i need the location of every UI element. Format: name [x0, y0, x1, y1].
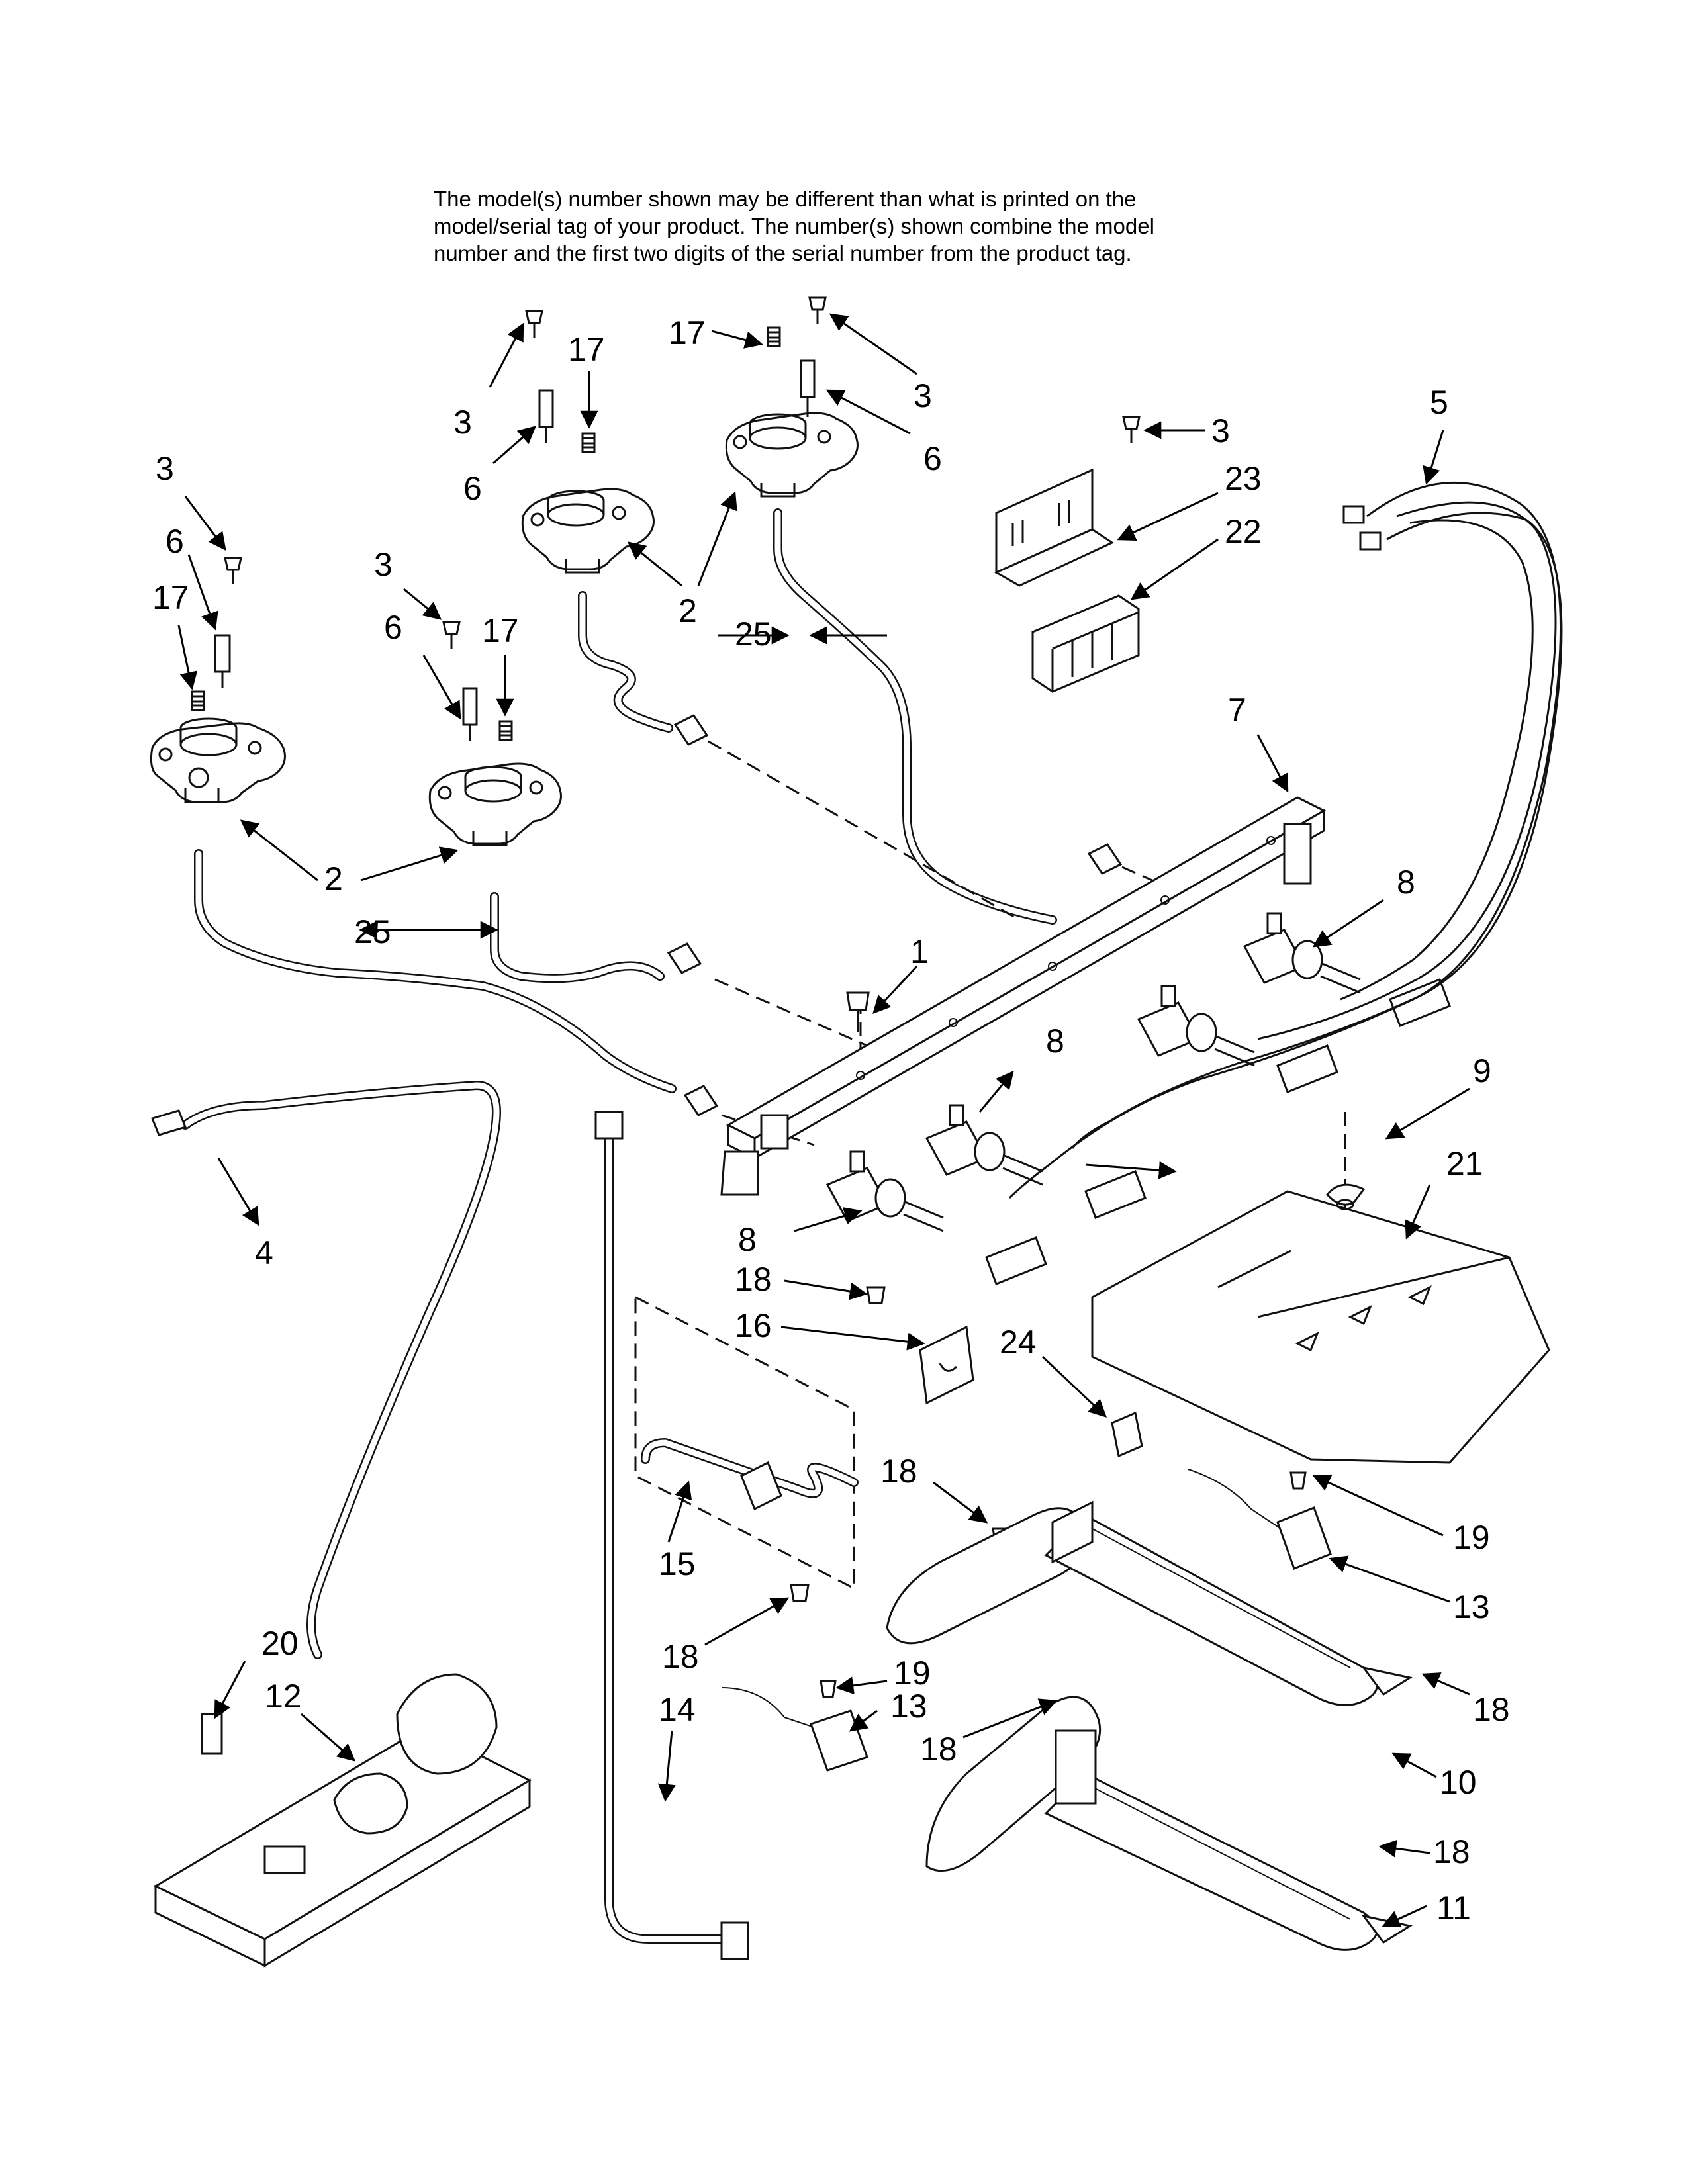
callout-6-center: 6 [463, 470, 482, 507]
small-bracket-24 [1111, 1411, 1143, 1458]
electrode-group [214, 359, 816, 741]
burner-valve-base-center-left [428, 762, 562, 846]
burner-valve-base-left [150, 717, 286, 803]
callout-8-left: 8 [738, 1221, 757, 1258]
burner-valve-base-right [725, 412, 859, 498]
callout-3-bracket: 3 [1211, 412, 1230, 449]
screw-3-center [525, 310, 543, 338]
notice-line-2: model/serial tag of your product. The nu… [434, 214, 1154, 238]
callout-17-left: 17 [152, 579, 189, 616]
terminal-block [1031, 594, 1140, 693]
callout-12: 12 [265, 1678, 302, 1715]
notice-line-3: number and the first two digits of the s… [434, 241, 1132, 265]
broil-burner [925, 1696, 1413, 1951]
burner-valve-group [825, 912, 1451, 1285]
callout-25-lower: 25 [354, 913, 391, 950]
callout-21: 21 [1446, 1145, 1483, 1182]
burner-valve-1 [825, 1150, 944, 1232]
callout-3-left: 3 [156, 450, 174, 487]
screw-3-bracket [1122, 416, 1141, 443]
burner-valve-4 [1243, 912, 1361, 994]
callout-14: 14 [659, 1691, 696, 1728]
callout-2-left: 2 [324, 860, 343, 897]
screw-group [224, 296, 1141, 649]
callout-7: 7 [1228, 692, 1246, 729]
screw-3-left [224, 557, 242, 584]
pilot-tube [150, 1081, 501, 1659]
callout-5: 5 [1430, 384, 1448, 421]
callout-25-upper: 25 [735, 615, 772, 653]
manifold-screw [846, 991, 870, 1032]
callout-22: 22 [1225, 513, 1262, 550]
gas-safety-valve [153, 1673, 532, 1968]
callout-9: 9 [1473, 1052, 1491, 1089]
callout-18-orifice: 18 [735, 1261, 772, 1298]
bake-burner [886, 1500, 1413, 1706]
callout-18-broil-end: 18 [1433, 1833, 1470, 1870]
screw-3-center-left [442, 621, 461, 649]
leader-lines [177, 313, 1470, 1928]
heat-shield [1091, 1190, 1550, 1464]
callout-18-regulator: 18 [662, 1638, 699, 1675]
notice-line-1: The model(s) number shown may be differe… [434, 187, 1137, 211]
callout-16: 16 [735, 1307, 772, 1344]
callout-24: 24 [1000, 1324, 1037, 1361]
callout-18-broil: 18 [920, 1731, 957, 1768]
callout-4: 4 [255, 1234, 273, 1271]
callout-8-center: 8 [1046, 1023, 1064, 1060]
callout-18-bake-end: 18 [1473, 1691, 1510, 1728]
ignitor-lower-left [721, 1680, 868, 1772]
orifice-holder [919, 1325, 974, 1405]
callout-17-right: 17 [669, 314, 706, 351]
wing-nut [1326, 1183, 1366, 1210]
callout-3-center-left: 3 [374, 546, 393, 583]
callout-labels: 1 2 2 2 3 3 3 3 3 4 5 6 6 6 6 7 8 8 8 9 … [152, 314, 1510, 1927]
callout-2-center: 2 [679, 592, 697, 629]
callout-3-center: 3 [453, 404, 472, 441]
ignitor-upper-right [1188, 1469, 1332, 1570]
callout-10: 10 [1440, 1764, 1477, 1801]
callout-20: 20 [261, 1625, 299, 1662]
burner-valve-3 [1137, 985, 1255, 1067]
supply-pipe [594, 1111, 749, 1960]
manifold-bar [720, 796, 1327, 1196]
burner-valve-base-center [521, 488, 655, 574]
callout-19-left: 19 [894, 1655, 931, 1692]
regulator-pipe-assembly [634, 1295, 859, 1590]
callout-23: 23 [1225, 460, 1262, 497]
callout-13-right: 13 [1453, 1588, 1490, 1625]
callout-15: 15 [659, 1545, 696, 1582]
callout-18-bake: 18 [880, 1453, 917, 1490]
callout-17-center-left: 17 [482, 612, 519, 649]
callout-6-center-left: 6 [384, 609, 402, 646]
callout-1: 1 [910, 933, 929, 970]
wire-harness [1008, 481, 1563, 1199]
callout-2-right: 2 [679, 592, 697, 629]
callout-6-right: 6 [923, 440, 942, 477]
mounting-bracket [994, 468, 1115, 587]
callout-6-left: 6 [165, 523, 184, 560]
callout-19-right: 19 [1453, 1519, 1490, 1556]
callout-17-center: 17 [568, 331, 605, 368]
screw-3-right [808, 296, 827, 324]
callout-8-right: 8 [1397, 864, 1415, 901]
callout-13-left: 13 [890, 1688, 927, 1725]
burner-valve-2 [925, 1104, 1043, 1186]
spring-group [191, 326, 781, 741]
model-number-notice: The model(s) number shown may be differe… [434, 185, 1360, 267]
callout-11: 11 [1436, 1889, 1471, 1927]
burner-tube-group [194, 508, 1123, 1116]
callout-3-right: 3 [914, 377, 932, 414]
